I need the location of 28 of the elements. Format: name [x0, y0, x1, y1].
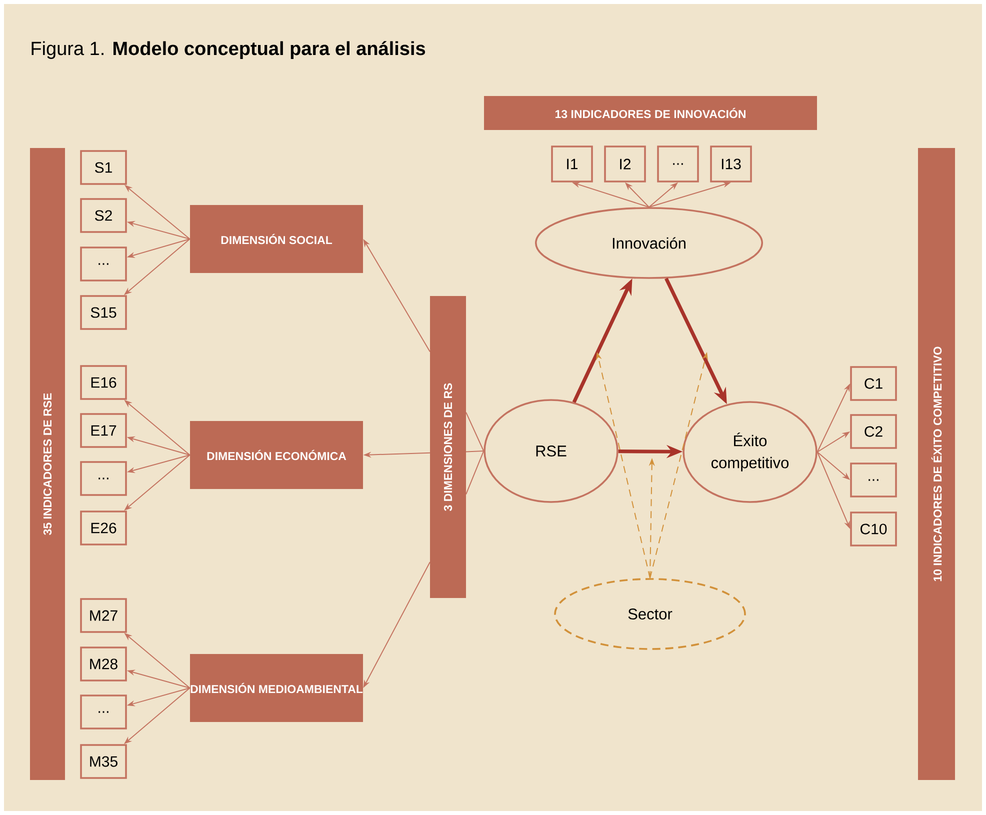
indicator-box: C1 — [850, 366, 897, 401]
figure-title: Figura 1. Modelo conceptual para el análisis — [32, 41, 426, 59]
indicator-box: S15 — [80, 295, 127, 330]
vertical-band: 35 INDICADORES DE RSE — [30, 148, 65, 780]
indicator-box: M28 — [80, 646, 127, 682]
vertical-band: 3 DIMENSIONES DE RS — [430, 296, 466, 598]
indicator-box: I1 — [551, 146, 593, 182]
dimension-box: DIMENSIÓN ECONÓMICA — [190, 421, 363, 489]
indicator-box: S1 — [80, 150, 127, 185]
indicator-box: I13 — [710, 146, 752, 182]
indicator-box: ... — [80, 461, 127, 496]
indicator-box: C2 — [850, 414, 897, 449]
indicator-box: S2 — [80, 198, 127, 233]
indicator-box: M27 — [80, 598, 127, 633]
vertical-band: 10 INDICADORES DE ÉXITO COMPETITIVO — [918, 148, 955, 780]
dimension-box: DIMENSIÓN MEDIOAMBIENTAL — [190, 654, 363, 722]
dimension-box: DIMENSIÓN SOCIAL — [190, 205, 363, 273]
indicator-box: E16 — [80, 365, 127, 400]
indicator-box: M35 — [80, 744, 127, 779]
indicator-box: C10 — [850, 512, 897, 546]
indicator-box: ... — [80, 694, 127, 730]
indicator-box: ... — [80, 246, 127, 282]
indicator-box: E17 — [80, 413, 127, 448]
indicator-box: ... — [850, 462, 897, 498]
indicator-box: E26 — [80, 510, 127, 546]
header-band: 13 INDICADORES DE INNOVACIÓN — [484, 96, 817, 130]
indicator-box: ... — [657, 146, 699, 182]
indicator-box: I2 — [604, 146, 646, 182]
